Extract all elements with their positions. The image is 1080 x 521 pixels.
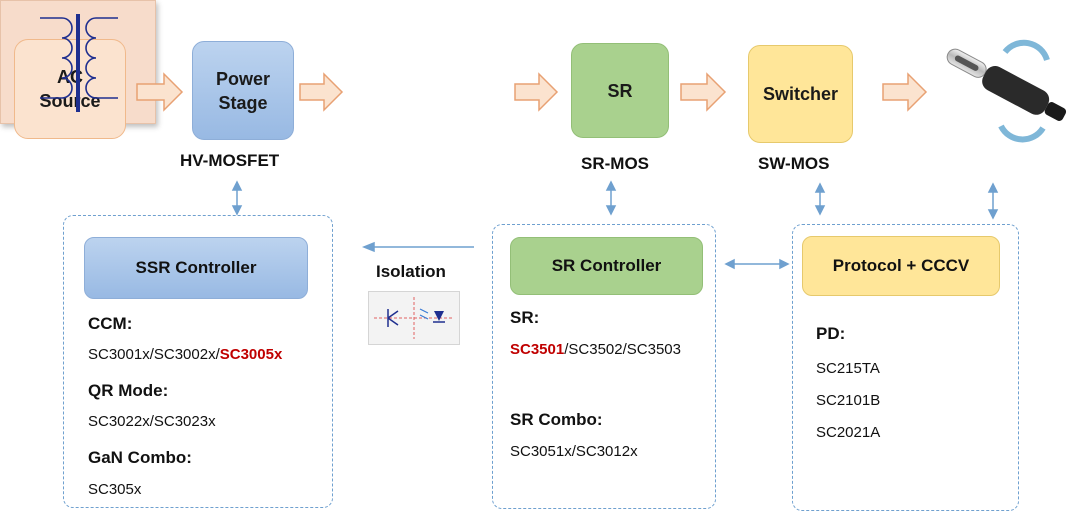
usb-c-cable-icon — [946, 39, 1067, 143]
protocol-panel — [792, 224, 1019, 511]
transformer-icon — [40, 14, 118, 112]
sr-mos-label: SR-MOS — [581, 154, 649, 173]
sr-parts: SC3501/SC3502/SC3503 — [510, 341, 681, 358]
sr-controller-panel — [492, 224, 716, 509]
sr-heading: SR: — [510, 308, 540, 327]
sr-combo-parts: SC3051x/SC3012x — [510, 443, 638, 460]
sr-block: SR — [571, 43, 669, 138]
pd-part: SC215TA — [816, 360, 880, 377]
sr-highlight-part: SC3501 — [510, 341, 565, 358]
gan-combo-heading: GaN Combo: — [88, 448, 192, 467]
transformer-block — [0, 0, 156, 124]
isolation-label: Isolation — [376, 262, 446, 281]
sr-combo-heading: SR Combo: — [510, 410, 603, 429]
pd-part: SC2101B — [816, 392, 881, 409]
gan-combo-parts: SC305x — [88, 481, 142, 498]
hv-mosfet-label: HV-MOSFET — [180, 151, 280, 170]
ccm-heading: CCM: — [88, 314, 133, 333]
optocoupler-icon — [368, 291, 460, 345]
qr-mode-heading: QR Mode: — [88, 381, 169, 400]
pd-heading: PD: — [816, 324, 846, 343]
arrow-sr-to-switcher — [680, 72, 727, 112]
sw-mos-label: SW-MOS — [758, 154, 830, 173]
arrow-switcher-to-cable — [882, 72, 928, 112]
sr-controller-title: SR Controller — [510, 237, 703, 295]
switcher-block: Switcher — [748, 45, 853, 143]
ssr-controller-panel — [63, 215, 333, 508]
ccm-highlight-part: SC3005x — [219, 346, 283, 363]
protocol-cccv-title: Protocol + CCCV — [802, 236, 1000, 296]
ccm-parts: SC3001x/SC3002x/SC3005x — [88, 346, 283, 363]
ssr-controller-title: SSR Controller — [84, 237, 308, 299]
power-stage-block: Power Stage — [192, 41, 294, 140]
arrow-ac-to-power — [136, 72, 184, 112]
arrow-power-to-xfmr — [299, 72, 344, 112]
qr-mode-parts: SC3022x/SC3023x — [88, 413, 216, 430]
arrow-xfmr-to-sr — [514, 72, 559, 112]
pd-part: SC2021A — [816, 424, 881, 441]
